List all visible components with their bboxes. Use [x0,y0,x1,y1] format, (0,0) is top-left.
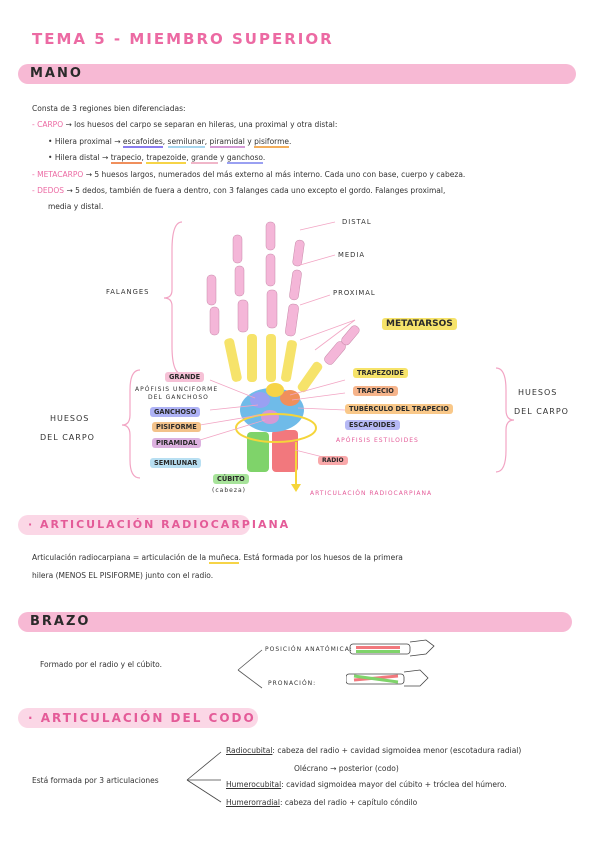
label-media: MEDIA [338,251,366,259]
radiocarpal-highlight [235,413,317,443]
codo-radiocubital-key: Radiocubital [226,746,273,755]
chip-grande: GRANDE [165,372,205,382]
section-band-mano [18,64,576,84]
ganchoso-shape [250,392,270,408]
chip-piramidal: PIRAMIDAL [152,438,202,448]
mano-intro: Consta de 3 regiones bien diferenciadas: [32,104,186,113]
codo-item-1: Radiocubital: cabeza del radio + cavidad… [226,746,521,755]
label-falanges: FALANGES [106,288,150,296]
word-y-2: y [220,153,225,162]
codo-item-1-sub: Olécrano → posterior (codo) [294,764,399,773]
hilera-proximal-key: Hilera proximal [54,137,112,146]
codo-text: Está formada por 3 articulaciones [32,776,159,785]
label-cabeza: (cabeza) [212,487,246,494]
hilera-distal-line: • Hilera distal → trapecio, trapezoide, … [48,153,266,164]
word-y: y [247,137,252,146]
brazo-arrows [237,649,263,689]
label-apofisis-estiloides: APÓFISIS ESTILOIDES [336,437,419,444]
hilera-proximal-line: • Hilera proximal → escafoides, semiluna… [48,137,292,148]
radiocarpiana-text-1c: . Está formada por los huesos de la prim… [238,553,403,562]
item-pisiforme: pisiforme [254,137,290,148]
label-distal: DISTAL [342,218,372,226]
chip-cubito: CÚBITO [213,474,249,484]
item-trapezoide: trapezoide [146,153,187,164]
chip-trapecio: TRAPECIO [353,386,398,396]
label-apofisis-2: DEL GANCHOSO [148,394,209,401]
trapezoide-shape [266,383,284,397]
label-apofisis-1: APÓFISIS UNCIFORME [135,386,219,393]
section-band-radiocarpiana [18,515,250,535]
label-huesos-carpo-right-2: DEL CARPO [514,407,569,416]
carpo-key: CARPO [37,120,64,129]
chip-ganchoso: GANCHOSO [150,407,201,417]
section-title-codo: · ARTICULACIÓN DEL CODO [28,711,256,725]
item-piramidal: piramidal [209,137,245,148]
dedos-text-1: 5 dedos, también de fuera a dentro, con … [75,186,446,195]
page-title: TEMA 5 - MIEMBRO SUPERIOR [32,30,334,48]
metacarpo-key: METACARPO [37,170,84,179]
chip-tuberculo: TUBÉRCULO DEL TRAPECIO [345,404,453,414]
chip-pisiforme: PISIFORME [152,422,201,432]
section-title-brazo: BRAZO [30,614,91,629]
carpo-text: los huesos del carpo se separan en hiler… [74,120,338,129]
hilera-distal-key: Hilera distal [54,153,100,162]
label-pronacion: PRONACIÓN: [268,680,317,687]
item-grande: grande [191,153,218,164]
codo-humerocubital-text: : cavidad sigmoidea mayor del cúbito + t… [281,780,507,789]
carpo-line: - CARPO → los huesos del carpo se separa… [32,120,338,129]
item-escafoides: escafoides [122,137,163,148]
metacarpo-line: - METACARPO → 5 huesos largos, numerados… [32,170,466,179]
item-ganchoso: ganchoso [226,153,263,164]
radius-bone [272,430,298,472]
metacarpo-text: 5 huesos largos, numerados del más exter… [94,170,466,179]
chip-semilunar: SEMILUNAR [150,458,202,468]
section-band-codo [18,708,258,728]
codo-radiocubital-text: : cabeza del radio + cavidad sigmoidea m… [272,746,522,755]
chip-trapezoide: TRAPEZOIDE [353,368,408,378]
forearm-illustration [346,639,435,687]
hand-skeleton-illustration [121,221,515,492]
item-trapecio: trapecio [110,153,142,164]
radiocarpiana-text-muneca: muñeca [208,553,239,564]
dedos-text-2: media y distal. [48,202,104,211]
dedos-key: DEDOS [37,186,65,195]
label-posicion-anatomica: POSICIÓN ANATÓMICA: [265,646,353,653]
chip-escafoides: ESCAFOIDES [345,420,400,430]
radiocarpiana-text-2: hilera (MENOS EL PISIFORME) junto con el… [32,571,214,580]
dedos-line: - DEDOS → 5 dedos, también de fuera a de… [32,186,446,195]
codo-item-3: Humerorradial: cabeza del radio + capítu… [226,798,417,807]
codo-humerorradial-key: Humerorradial [226,798,280,807]
label-huesos-carpo-right-1: HUESOS [518,388,558,397]
chip-radio: RADIO [318,456,348,465]
label-huesos-carpo-left-1: HUESOS [50,414,90,423]
codo-humerorradial-text: : cabeza del radio + capítulo cóndilo [279,798,418,807]
section-title-mano: MANO [30,66,83,81]
section-title-radiocarpiana: · ARTICULACIÓN RADIOCARPIANA [28,518,291,531]
label-proximal: PROXIMAL [333,289,376,297]
item-semilunar: semilunar [167,137,205,148]
label-huesos-carpo-left-2: DEL CARPO [40,433,95,442]
radiocarpiana-text-1: Articulación radiocarpiana = articulació… [32,553,403,564]
radiocarpiana-text-1a: Articulación radiocarpiana = articulació… [32,553,207,562]
codo-arrows [186,751,222,803]
brazo-text: Formado por el radio y el cúbito. [40,660,163,669]
label-metatarsos: METATARSOS [382,318,457,330]
piramidal-shape [261,410,279,424]
section-band-brazo [18,612,572,632]
label-articulacion-radiocarpiana: ARTICULACIÓN RADIOCARPIANA [310,490,433,497]
codo-humerocubital-key: Humerocubital [226,780,282,789]
codo-item-2: Humerocubital: cavidad sigmoidea mayor d… [226,780,507,789]
